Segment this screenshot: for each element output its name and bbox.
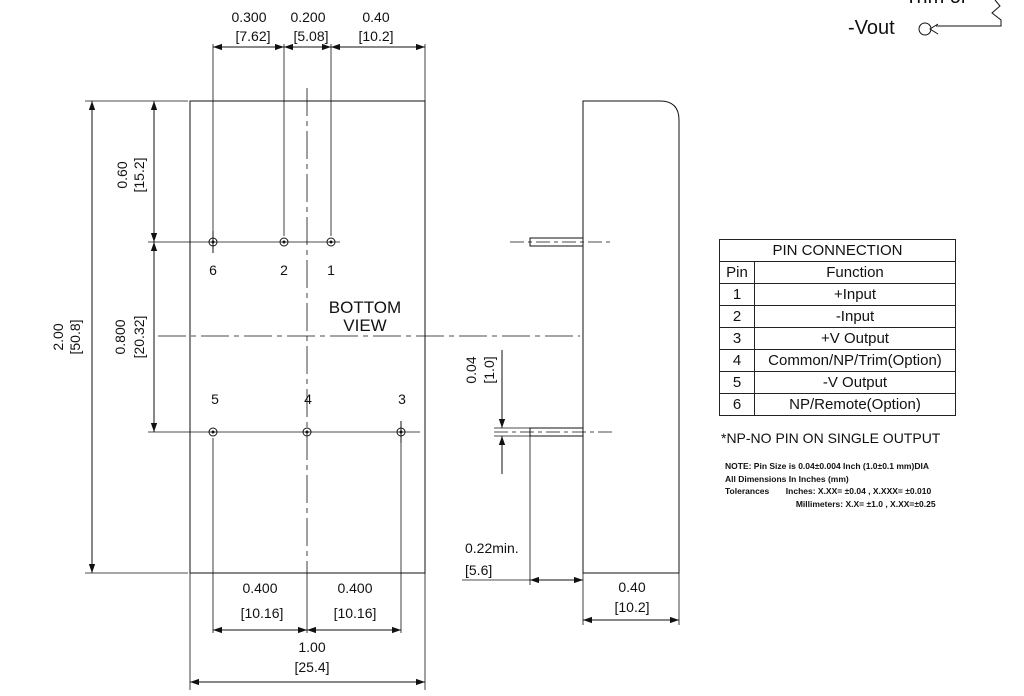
dim-pin-dia: 0.04 [463,356,479,383]
table-row: 3 +V Output [719,327,956,350]
table-header-row: Pin Function [719,261,956,284]
dim-bottom-w2: 0.400 [337,580,372,596]
pin-number: 1 [327,262,335,278]
table-title-row: PIN CONNECTION [719,239,956,262]
pin-cell: 6 [719,393,755,416]
pin-number: 3 [398,391,406,407]
dim-bottom-w2-mm: [10.16] [334,605,377,621]
bottom-view [85,44,580,690]
function-cell: NP/Remote(Option) [754,393,956,416]
pin-number: 4 [304,391,312,407]
notes-block: NOTE: Pin Size is 0.04±0.004 Inch (1.0±0… [725,460,936,510]
dimension-lines [88,43,425,686]
np-footnote: *NP-NO PIN ON SINGLE OUTPUT [721,430,941,446]
dim-top-w1: 0.300 [231,9,266,25]
pin-labels: 6 2 1 5 4 3 BOTTOM VIEW [209,262,406,407]
function-cell: -V Output [754,371,956,394]
function-cell: +V Output [754,327,956,350]
view-label-line1: BOTTOM [329,298,401,317]
table-row: 5 -V Output [719,371,956,394]
table-row: 4 Common/NP/Trim(Option) [719,349,956,372]
vout-label: -Vout [848,17,895,39]
pin-connection-table: PIN CONNECTION Pin Function 1 +Input 2 -… [719,239,956,416]
table-title: PIN CONNECTION [719,239,956,262]
dim-overall-h-mm: [50.8] [67,319,83,354]
dim-top-w1-mm: [7.62] [235,28,270,44]
dim-depth: 0.40 [618,579,645,595]
pin-cell: 3 [719,327,755,350]
dim-top-w3-mm: [10.2] [358,28,393,44]
dimension-text: 0.300 [7.62] 0.200 [5.08] 0.40 [10.2] 0.… [50,9,394,675]
function-cell: +Input [754,283,956,306]
dim-bottom-w1-mm: [10.16] [241,605,284,621]
pin-marker [302,427,312,437]
vout-fragment: Trim or -Vout [848,0,1002,39]
pin-cell: 1 [719,283,755,306]
dim-bottom-w1: 0.400 [242,580,277,596]
dim-left-h2-mm: [20.32] [131,316,147,359]
dim-depth-mm: [10.2] [614,599,649,615]
pin-cell: 2 [719,305,755,328]
module-outline [189,100,426,574]
table-row: 2 -Input [719,305,956,328]
dim-top-w2-mm: [5.08] [293,28,328,44]
dim-top-w2: 0.200 [290,9,325,25]
dim-overall-w: 1.00 [298,639,325,655]
pin-number: 2 [280,262,288,278]
trim-label: Trim or [905,0,968,8]
note-line: Millimeters: X.X= ±1.0 , X.XX=±0.25 [725,498,936,509]
table-row: 6 NP/Remote(Option) [719,393,956,416]
side-dimension-text: 0.04 [1.0] 0.22min. [5.6] 0.40 [10.2] [463,356,650,615]
note-line: Tolerances Inches: X.XX= ±0.04 , X.XXX= … [725,486,932,496]
pin-number: 5 [211,391,219,407]
dim-top-w3: 0.40 [362,9,389,25]
side-view [462,100,680,625]
note-line: NOTE: Pin Size is 0.04±0.004 Inch (1.0±0… [725,461,929,471]
dim-left-h1: 0.60 [114,161,130,188]
dim-left-h2: 0.800 [112,319,128,354]
column-header-pin: Pin [719,261,755,284]
table-row: 1 +Input [719,283,956,306]
pin-marker [326,237,336,247]
pin-number: 6 [209,262,217,278]
dim-pin-dia-mm: [1.0] [481,356,497,383]
pin-marker [279,237,289,247]
function-cell: -Input [754,305,956,328]
dim-overall-w-mm: [25.4] [294,659,329,675]
pin-marker [208,427,218,437]
pin-marker [208,231,218,253]
dim-pin-length: 0.22min. [465,540,519,556]
side-outline [582,100,680,574]
pin-cell: 4 [719,349,755,372]
view-label-line2: VIEW [343,316,386,335]
column-header-function: Function [754,261,956,284]
dim-pin-length-mm: [5.6] [465,562,492,578]
function-cell: Common/NP/Trim(Option) [754,349,956,372]
pin-cell: 5 [719,371,755,394]
note-line: All Dimensions In Inches (mm) [725,473,849,484]
dim-overall-h: 2.00 [50,323,66,350]
dim-left-h1-mm: [15.2] [131,157,147,192]
